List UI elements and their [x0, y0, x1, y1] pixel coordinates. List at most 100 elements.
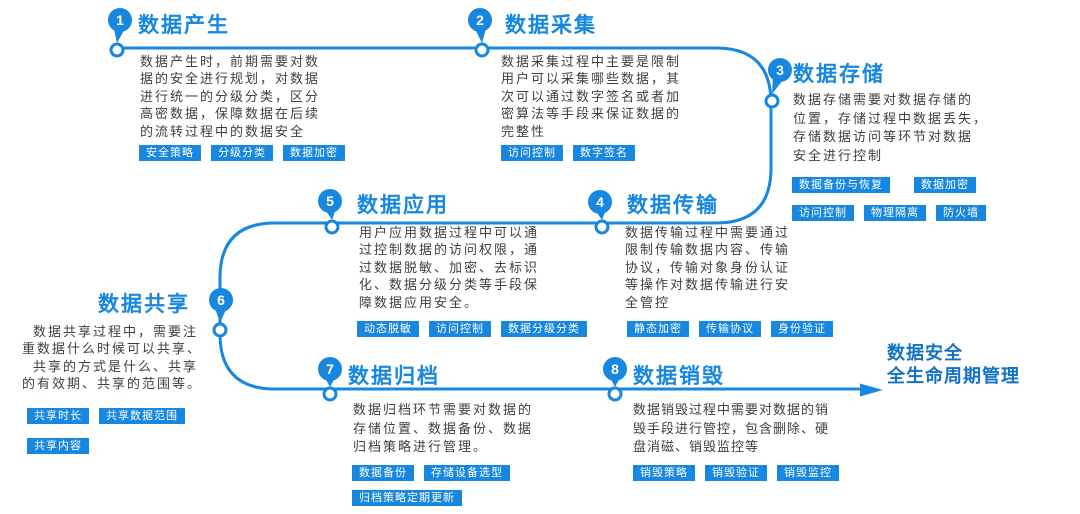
svg-text:1: 1	[116, 12, 124, 28]
stage-title-7: 数据归档	[348, 365, 440, 388]
desc-line: 数据产生时，前期需要对数	[140, 54, 321, 69]
stage-title-2: 数据采集	[505, 14, 597, 37]
stage-pin-2: 2	[468, 8, 492, 43]
desc-line: 进行统一的分级分类，区分	[140, 88, 321, 104]
tag: 存储设备选型	[424, 465, 510, 481]
stage-desc-6: 数据共享过程中，需要注 重数据什么时候可以共享、 共享的方式是什么、共享 的有效…	[22, 323, 202, 393]
desc-line: 数据归档环节需要对数据的	[353, 402, 534, 417]
stage-pin-5: 5	[318, 189, 342, 220]
tag: 动态脱敏	[357, 321, 419, 337]
stage-tags-6-row1: 共享时长 共享数据范围	[27, 408, 185, 424]
desc-line: 过控制数据的访问权限，通	[359, 242, 540, 258]
desc-line: 过数据脱敏、加密、去标识	[359, 259, 540, 275]
desc-line: 全管控	[625, 294, 671, 310]
caption-line-1: 数据安全	[887, 343, 963, 363]
stage-node-2	[474, 42, 490, 58]
flow-arrow-icon	[860, 383, 883, 397]
stage-node-4	[594, 219, 610, 235]
stage-desc-2: 数据采集过程中主要是限制 用户可以采集哪些数据，其 次可以通过数字签名或者加 密…	[501, 53, 681, 140]
tag: 身份验证	[771, 321, 833, 337]
stage-desc-1: 数据产生时，前期需要对数 据的安全进行规划，对数据 进行统一的分级分类，区分 高…	[140, 53, 320, 140]
desc-line: 化、数据分级分类等手段保	[359, 277, 540, 293]
desc-line: 限制传输数据内容、传输	[625, 242, 791, 258]
stage-node-7	[322, 386, 338, 402]
desc-line: 完整性	[501, 123, 547, 139]
desc-line: 等操作对数据传输进行安	[625, 277, 791, 293]
stage-node-6	[212, 322, 228, 338]
stage-pin-1: 1	[108, 8, 132, 43]
stage-node-5	[324, 219, 340, 235]
svg-text:8: 8	[611, 361, 619, 377]
stage-desc-5: 用户应用数据过程中可以通 过控制数据的访问权限，通 过数据脱敏、加密、去标识 化…	[359, 224, 539, 311]
desc-line: 归档策略进行管理。	[353, 439, 489, 455]
tag: 销毁策略	[633, 465, 695, 481]
tag: 数据备份	[352, 465, 414, 481]
tag: 共享时长	[27, 408, 89, 424]
stage-tags-3-row2: 访问控制 物理隔离 防火墙	[792, 205, 986, 221]
desc-line: 毁手段进行管控，包含删除、硬	[633, 420, 830, 436]
stage-pin-3: 3	[768, 58, 792, 94]
tag: 归档策略定期更新	[352, 490, 462, 506]
desc-line: 用户可以采集哪些数据，其	[501, 71, 682, 87]
tag: 分级分类	[211, 145, 273, 161]
svg-text:6: 6	[217, 292, 225, 308]
desc-line: 盘消磁、销毁监控等	[633, 439, 760, 455]
tag: 销毁监控	[777, 465, 839, 481]
desc-line: 安全进行控制	[793, 147, 884, 163]
stage-pin-4: 4	[588, 190, 612, 220]
stage-node-3	[764, 93, 780, 109]
desc-line: 次可以通过数字签名或者加	[501, 88, 682, 104]
desc-line: 数据传输过程中需要通过	[625, 225, 791, 240]
tag: 共享数据范围	[99, 408, 185, 424]
desc-line: 协议，传输对象身份认证	[625, 259, 791, 275]
stage-title-6: 数据共享	[98, 293, 190, 316]
tag: 物理隔离	[864, 205, 926, 221]
tag: 数据加密	[283, 145, 345, 161]
tag: 传输协议	[699, 321, 761, 337]
desc-line: 位置，存储过程中数据丢失，	[793, 110, 989, 126]
stage-node-1	[109, 42, 125, 58]
desc-line: 数据存储需要对数据存储的	[793, 92, 974, 107]
tag: 数据备份与恢复	[792, 177, 890, 193]
stage-desc-7: 数据归档环节需要对数据的 存储位置、数据备份、数据 归档策略进行管理。	[353, 401, 533, 457]
stage-pin-8: 8	[603, 357, 627, 387]
stage-title-3: 数据存储	[793, 63, 885, 86]
stage-tags-1: 安全策略 分级分类 数据加密	[139, 145, 345, 161]
tag: 访问控制	[792, 205, 854, 221]
stage-title-4: 数据传输	[627, 194, 719, 217]
svg-text:7: 7	[326, 361, 334, 377]
stage-tags-6-row2: 共享内容	[27, 438, 89, 454]
stage-desc-8: 数据销毁过程中需要对数据的销 毁手段进行管控，包含删除、硬 盘消磁、销毁监控等	[633, 401, 829, 457]
desc-line: 密算法等手段来保证数据的	[501, 106, 682, 122]
diagram-caption: 数据安全 全生命周期管理	[887, 342, 1020, 388]
desc-line: 共享的方式是什么、共享	[33, 358, 199, 374]
desc-line: 用户应用数据过程中可以通	[359, 225, 540, 240]
tag: 数据加密	[914, 177, 976, 193]
stage-pin-6: 6	[209, 288, 233, 323]
desc-line: 数据共享过程中，需要注	[33, 324, 199, 339]
desc-line: 高密数据，保障数据在后续	[140, 106, 321, 122]
tag: 数字签名	[573, 145, 635, 161]
svg-text:3: 3	[776, 62, 784, 78]
desc-line: 重数据什么时候可以共享、	[22, 341, 203, 357]
tag: 防火墙	[936, 205, 986, 221]
stage-desc-3: 数据存储需要对数据存储的 位置，存储过程中数据丢失， 存储数据访问等环节对数据 …	[793, 91, 988, 165]
stage-tags-2: 访问控制 数字签名	[501, 145, 635, 161]
stage-tags-7-row2: 归档策略定期更新	[352, 490, 462, 506]
stage-node-8	[607, 386, 623, 402]
stage-title-8: 数据销毁	[633, 365, 725, 388]
tag: 共享内容	[27, 438, 89, 454]
desc-line: 的流转过程中的数据安全	[140, 123, 306, 139]
stage-pin-7: 7	[318, 357, 342, 387]
svg-text:2: 2	[476, 12, 484, 28]
tag: 安全策略	[139, 145, 201, 161]
tag: 访问控制	[429, 321, 491, 337]
desc-line: 存储位置、数据备份、数据	[353, 420, 534, 436]
desc-line: 数据销毁过程中需要对数据的销	[633, 402, 830, 417]
tag: 静态加密	[627, 321, 689, 337]
stage-tags-4: 静态加密 传输协议 身份验证	[627, 321, 833, 337]
caption-line-2: 全生命周期管理	[887, 366, 1020, 386]
stage-tags-3-row1: 数据备份与恢复 数据加密	[792, 177, 976, 193]
